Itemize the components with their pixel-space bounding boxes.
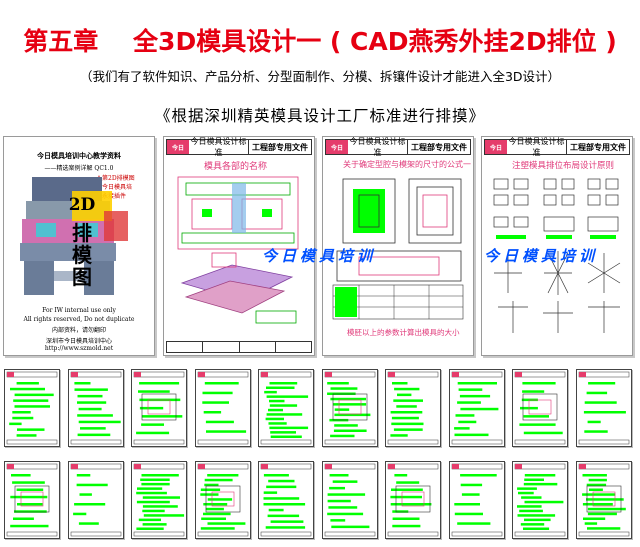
thumbnail-sheet [258,369,314,447]
thumbnail-sheet [4,369,60,447]
thumbnail-sheet [321,369,378,447]
mold-section-drawing [177,176,299,324]
watermark-2: 今日模具培训 [484,247,599,265]
sheet-header-left: 今日模具设计标准 [189,137,249,157]
sheet-header-right: 工程部专用文件 [411,142,467,152]
logo: 今日 [485,140,507,154]
thumbnail-content [6,371,58,445]
mold-3d-illustration [20,177,128,295]
sheet-header-right: 工程部专用文件 [252,142,308,152]
thumbnail-content [324,463,375,537]
thumbnail-content [514,463,566,537]
thumbnail-content [70,463,121,537]
thumbnail-sheet [385,461,441,539]
thumbnail-sheet [575,461,632,539]
thumbnail-content [387,371,439,445]
thumbnail-content [197,463,248,537]
sheet-heading: 关于确定型腔与模架的尺寸的公式一 [343,160,471,169]
thumbnail-sheet [131,461,187,539]
thumbnail-sheet [67,369,124,447]
cover-sheet: 今日模具培训中心教学资料 ——精选案例详解 QC1.0 ★第2D排模图 走今日模… [3,136,155,356]
thumbnail-content [6,463,58,537]
thumbnail-content [387,463,439,537]
sheet-header-right: 工程部专用文件 [570,142,626,152]
thumbnail-sheet [448,369,505,447]
sheet-cavity-formula: 今日 今日模具设计标准 工程部专用文件 关于确定型腔与模架的尺寸的公式一 模胚以… [322,136,474,356]
thumbnail-content [451,463,502,537]
cover-footer-2: All rights reserved, Do not duplicate [23,316,135,323]
thumbnail-sheet [448,461,505,539]
cover-footer-1: For IW internal use only [42,307,116,314]
sheet-layout-principles: 今日 今日模具设计标准 工程部专用文件 注塑模具排位布局设计原则 [481,136,633,356]
cover-footer-5: http://www.szmold.net [44,345,114,352]
logo: 今日 [326,140,348,154]
thumbnail-sheet [575,369,632,447]
cover-big-char-3: 模 [72,243,92,267]
thumbnail-content [514,371,566,445]
thumbnail-content [260,463,312,537]
layout-patterns-drawing [493,178,621,333]
thumbnail-content [324,371,375,445]
page-title: 第五章 全3D模具设计一 ( CAD燕秀外挂2D排位 ) [23,27,617,56]
thumbnail-sheet [512,369,568,447]
cavity-layout-drawing [332,178,464,320]
watermark-1: 今日模具培训 [262,247,377,265]
thumbnail-content [197,371,248,445]
sheet-header-left: 今日模具设计标准 [348,137,408,157]
sheet-header-left: 今日模具设计标准 [507,137,567,157]
thumbnail-sheet [258,461,314,539]
sheet-heading: 模具各部的名称 [204,162,268,172]
title-block [166,341,312,353]
thumbnail-sheet [321,461,378,539]
cover-big-char-2: 排 [72,221,92,245]
thumbnail-sheet [131,369,187,447]
thumbnail-sheet [194,369,251,447]
thumbnail-content [133,371,185,445]
cover-footer-4: 深圳市今日模具培训中心 [45,338,112,345]
thumbnail-sheet [512,461,568,539]
cover-title: 今日模具培训中心教学资料 [37,151,121,160]
thumbnail-content [70,371,121,445]
thumbnail-content [578,371,629,445]
sheet-header: 今日 今日模具设计标准 工程部专用文件 [166,137,312,157]
section-heading: 《根据深圳精英模具设计工厂标准进行排摸》 [154,107,485,125]
cover-subtitle: ——精选案例详解 QC1.0 [44,165,114,172]
cover-note-1: ★第2D排模图 [96,175,135,182]
logo: 今日 [167,140,189,154]
cover-big-char-4: 图 [72,265,92,289]
cover-note-2: 走今日模具培 [96,184,133,191]
sheet-heading: 注塑模具排位布局设计原则 [512,161,615,171]
sheet-mold-parts: 今日 今日模具设计标准 工程部专用文件 模具各部的名称 [163,136,315,356]
sheet-footer-note: 模胚以上的参数计算出模具的大小 [347,328,460,337]
thumbnail-sheet [385,369,441,447]
cover-big-char-1: 2D [68,195,96,215]
sheet-header: 今日 今日模具设计标准 工程部专用文件 [325,137,471,157]
thumbnail-content [260,371,312,445]
thumbnail-sheet [67,461,124,539]
cover-footer-3: 内部资料，请勿翻印 [51,327,106,334]
thumbnail-sheet [4,461,60,539]
sheet-header: 今日 今日模具设计标准 工程部专用文件 [484,137,630,157]
page-subtitle: （我们有了软件知识、产品分析、分型面制作、分模、拆镶件设计才能进入全3D设计） [79,69,561,84]
thumbnail-content [133,463,185,537]
thumbnail-content [451,371,502,445]
thumbnail-content [578,463,629,537]
thumbnail-sheet [194,461,251,539]
